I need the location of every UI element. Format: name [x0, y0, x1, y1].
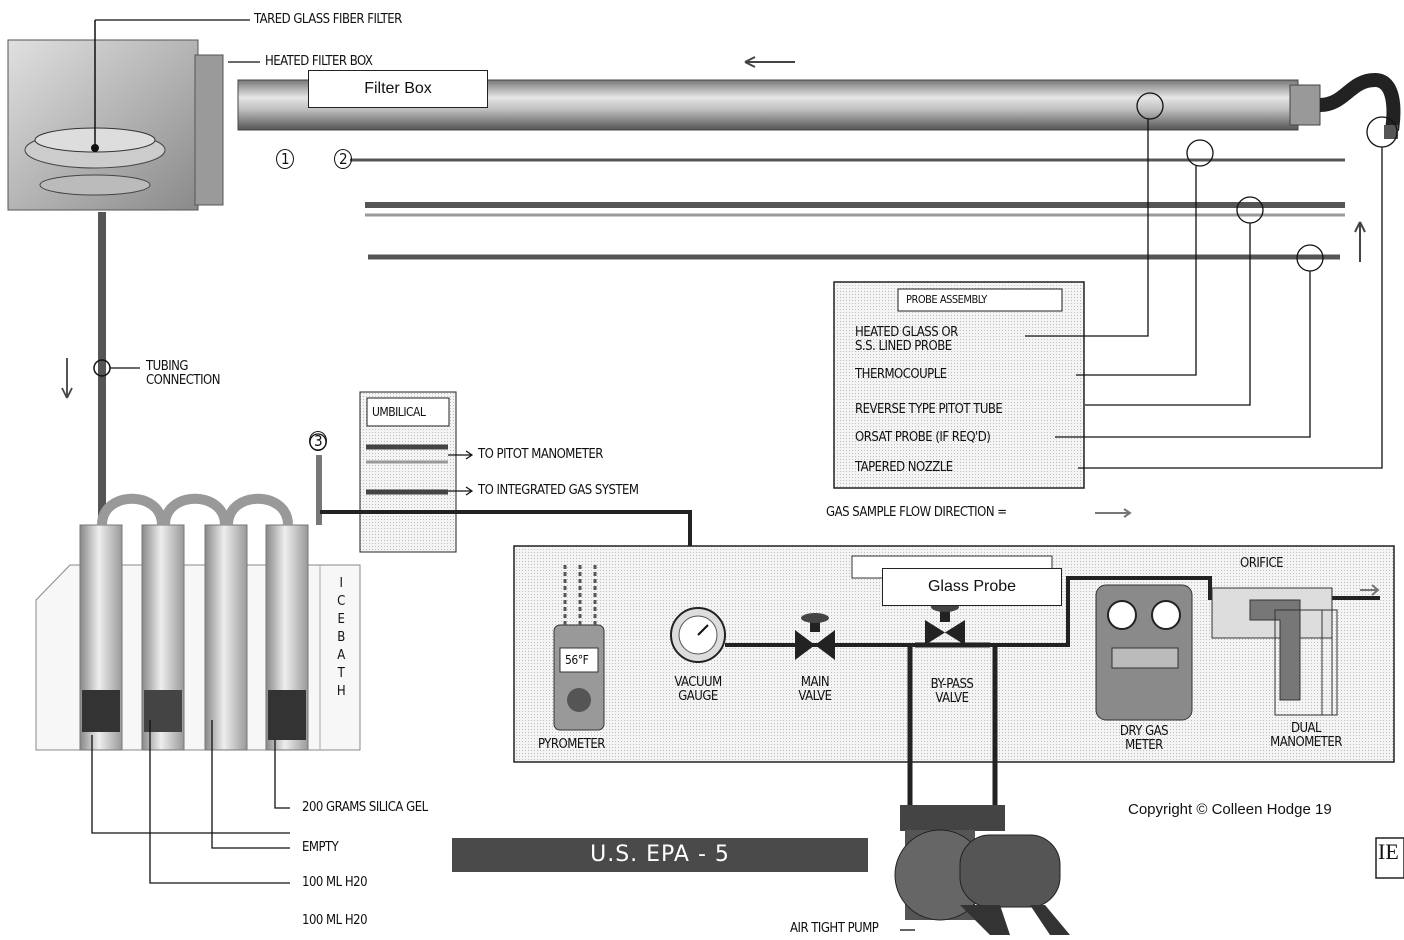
filter-box-tag: Filter Box: [308, 70, 488, 108]
temp-readout: 56°F: [565, 653, 589, 667]
probe-item-3: REVERSE TYPE PITOT TUBE: [855, 402, 1003, 417]
copyright-label: Copyright © Colleen Hodge 19: [1128, 801, 1332, 818]
impingers: [79, 493, 309, 751]
heated-filter-box: [7, 20, 224, 211]
umbilical-label: UMBILICAL: [372, 405, 426, 419]
impinger-leaders: [91, 720, 290, 884]
glass-probe-tag: Glass Probe: [882, 568, 1062, 606]
probe-item-2: THERMOCOUPLE: [855, 367, 947, 382]
probe-leader-lines: [1025, 119, 1383, 469]
num-2: 2: [334, 149, 353, 169]
tared-filter-label: TARED GLASS FIBER FILTER: [254, 12, 402, 27]
gas-flow-label: GAS SAMPLE FLOW DIRECTION =: [826, 505, 1007, 520]
logo-text: IE: [1378, 839, 1399, 864]
to-pitot-label: TO PITOT MANOMETER: [478, 447, 603, 462]
title-bar: U.S. EPA - 5: [452, 838, 868, 872]
vacuum-gauge-label: VACUUM GAUGE: [674, 675, 722, 704]
pyrometer: [553, 565, 605, 731]
h2o-label-2: 100 ML H20: [302, 913, 368, 928]
bypass-valve-label: BY-PASS VALVE: [930, 677, 974, 706]
tubing: [93, 212, 140, 517]
dry-gas-meter-label: DRY GAS METER: [1119, 724, 1169, 753]
pump-label: AIR TIGHT PUMP: [790, 921, 879, 936]
tubing-connection-label: TUBING CONNECTION: [146, 359, 220, 388]
probe-assembly-box: [833, 281, 1085, 489]
silica-label: 200 GRAMS SILICA GEL: [302, 800, 428, 815]
empty-label: EMPTY: [302, 840, 339, 855]
num-1-text: 1: [276, 149, 295, 169]
num-2-text: 2: [334, 149, 353, 169]
probe-item-5: TAPERED NOZZLE: [855, 460, 953, 475]
air-tight-pump: [894, 805, 1070, 935]
probe-assembly-title: PROBE ASSEMBLY: [906, 293, 987, 306]
vacuum-gauge: [670, 607, 726, 663]
dual-manometer-label: DUAL MANOMETER: [1270, 721, 1342, 750]
pump-lines: [907, 642, 998, 808]
probe-item-4: ORSAT PROBE (IF REQ'D): [855, 430, 991, 445]
probe-item-1: HEATED GLASS OR S.S. LINED PROBE: [855, 325, 958, 354]
main-valve-label: MAIN VALVE: [798, 675, 832, 704]
logo-box: [1375, 837, 1404, 879]
dry-gas-meter: [1095, 584, 1193, 721]
heated-filter-box-label: HEATED FILTER BOX: [265, 54, 373, 69]
h2o-label-1: 100 ML H20: [302, 875, 368, 890]
probe-lines: [350, 158, 1345, 260]
orifice-label: ORIFICE: [1240, 556, 1284, 571]
pyrometer-label: PYROMETER: [538, 737, 605, 752]
main-valve: [795, 613, 835, 660]
orifice-manometer: [1211, 587, 1338, 716]
to-gas-label: TO INTEGRATED GAS SYSTEM: [478, 483, 639, 498]
num-3: 3: [309, 431, 328, 451]
ice-bath-label: ICE BATH: [336, 576, 346, 699]
num-3-text: 3: [309, 431, 328, 451]
num-1: 1: [276, 149, 295, 169]
